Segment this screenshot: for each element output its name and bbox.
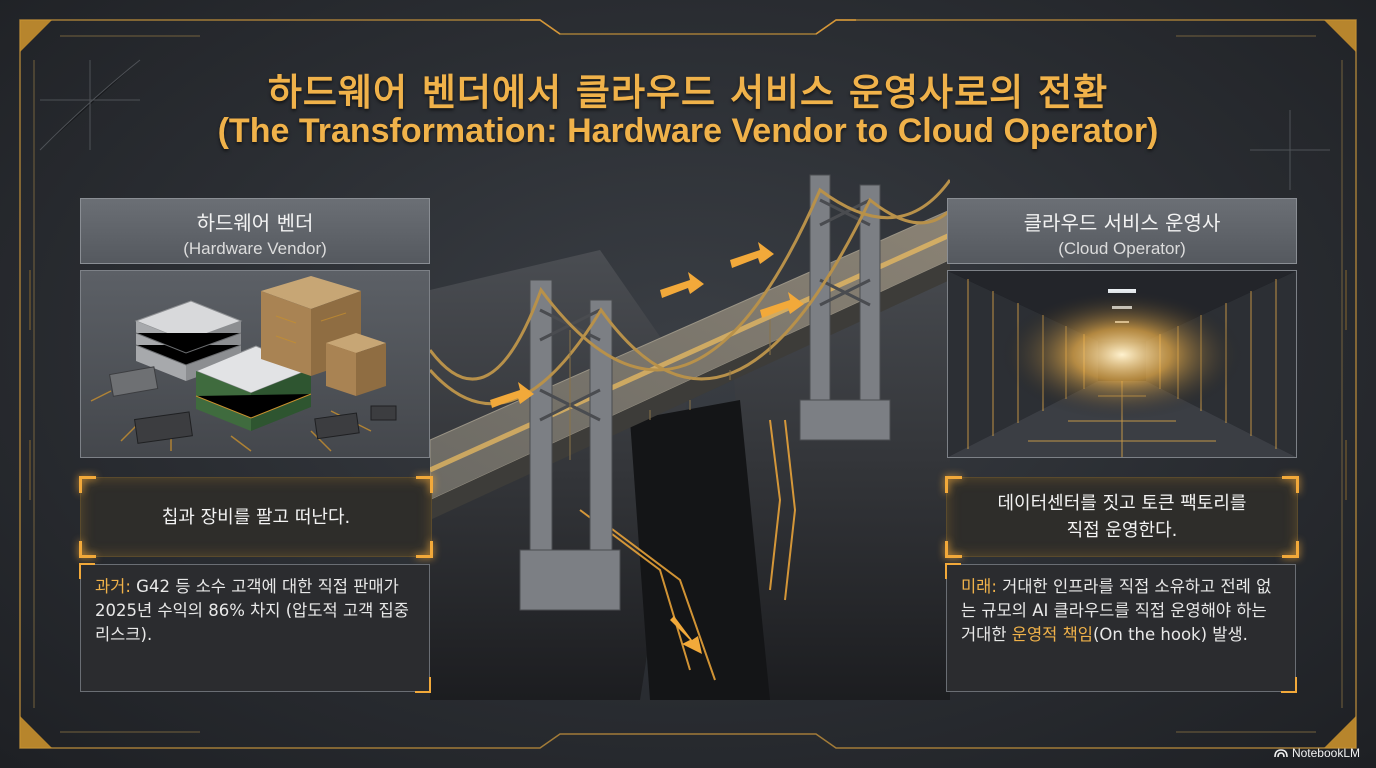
cloud-operator-callout-line2: 직접 운영한다. xyxy=(1066,520,1178,541)
future-description-1: 거대한 인프라를 직접 소유하고 전례 없는 규모의 AI 클라우드를 직접 운… xyxy=(961,577,1272,644)
hardware-vendor-subtitle: (Hardware Vendor) xyxy=(183,239,327,258)
notebooklm-logo-icon xyxy=(1274,749,1288,758)
datacenter-image-panel xyxy=(947,270,1297,458)
future-label: 미래: xyxy=(961,577,997,596)
cloud-operator-callout-line1: 데이터센터를 짓고 토큰 팩토리를 xyxy=(997,493,1247,514)
operational-responsibility-highlight: 운영적 책임 xyxy=(1011,625,1093,644)
notebooklm-brand: NotebookLM xyxy=(1274,746,1360,760)
brand-label: NotebookLM xyxy=(1291,746,1360,760)
cloud-operator-note: 미래: 거대한 인프라를 직접 소유하고 전례 없는 규모의 AI 클라우드를 … xyxy=(945,563,1297,693)
page-title-english: (The Transformation: Hardware Vendor to … xyxy=(217,112,1159,150)
future-description-2: (On the hook) 발생. xyxy=(1092,625,1248,644)
cloud-operator-callout: 데이터센터를 짓고 토큰 팩토리를 직접 운영한다. xyxy=(945,476,1299,558)
chip-stack-icon xyxy=(90,276,397,452)
server-corridor-icon xyxy=(948,271,1296,457)
hardware-vendor-header: 하드웨어 벤더 (Hardware Vendor) xyxy=(80,198,430,264)
past-description: G42 등 소수 고객에 대한 직접 판매가 2025년 수익의 86% 차지 … xyxy=(95,577,409,644)
cloud-operator-subtitle: (Cloud Operator) xyxy=(1058,239,1186,258)
cloud-operator-callout-text: 데이터센터를 짓고 토큰 팩토리를 직접 운영한다. xyxy=(997,490,1246,544)
hardware-image-panel xyxy=(80,270,430,458)
page-title-korean: 하드웨어 벤더에서 클라우드 서비스 운영사로의 전환 xyxy=(267,71,1109,114)
hardware-vendor-callout-text: 칩과 장비를 팔고 떠난다. xyxy=(161,506,351,528)
cloud-operator-title: 클라우드 서비스 운영사 xyxy=(1023,211,1221,235)
past-label: 과거: xyxy=(95,577,131,596)
hardware-vendor-callout: 칩과 장비를 팔고 떠난다. xyxy=(79,476,433,558)
hardware-vendor-note: 과거: G42 등 소수 고객에 대한 직접 판매가 2025년 수익의 86%… xyxy=(79,563,431,693)
cloud-operator-header: 클라우드 서비스 운영사 (Cloud Operator) xyxy=(947,198,1297,264)
hardware-vendor-title: 하드웨어 벤더 xyxy=(196,211,314,235)
bridge-illustration xyxy=(430,174,950,700)
